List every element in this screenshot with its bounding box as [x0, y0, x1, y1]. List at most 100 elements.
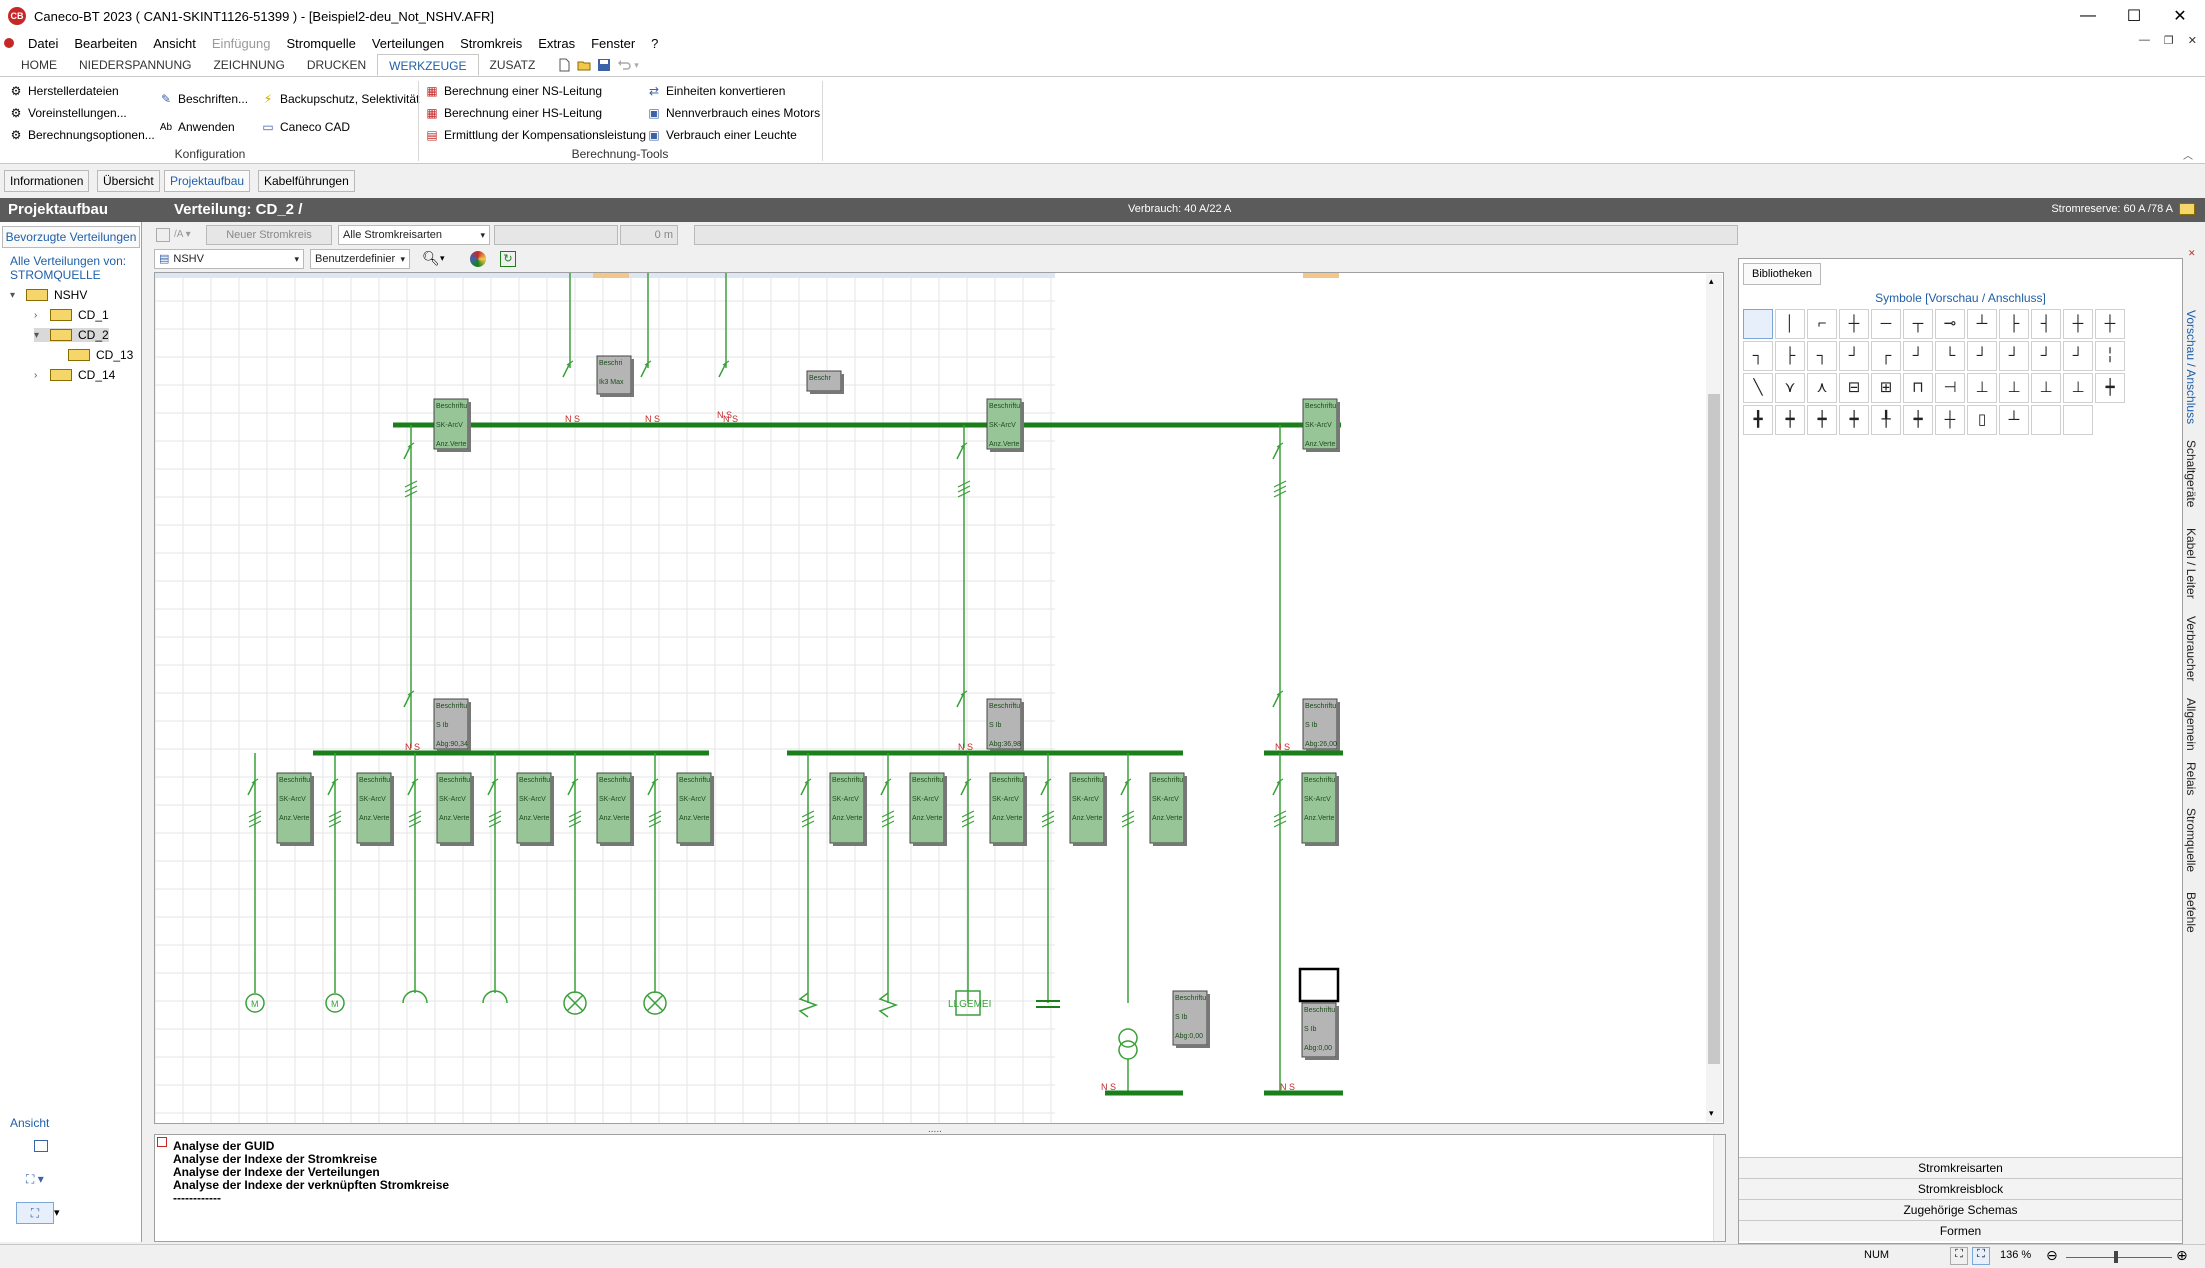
library-symbol-icon[interactable]: ╲ — [1743, 373, 1773, 403]
fit-width-icon[interactable]: ⛶ — [1972, 1247, 1990, 1265]
library-symbol-icon[interactable]: ⊓ — [1903, 373, 1933, 403]
expand-icon[interactable]: › — [34, 369, 38, 381]
close-button[interactable]: ✕ — [2173, 8, 2187, 25]
voreinstellungen-button[interactable]: ⚙Voreinstellungen... — [8, 103, 127, 123]
zoom-search-icon[interactable]: 🔍︎ — [422, 250, 440, 266]
hs-leitung-button[interactable]: ▦Berechnung einer HS-Leitung — [424, 103, 602, 123]
library-symbol-icon[interactable]: └ — [1935, 341, 1965, 371]
library-symbol-icon[interactable]: │ — [1775, 309, 1805, 339]
library-symbol-icon[interactable]: ┼ — [2095, 309, 2125, 339]
expand-icon[interactable]: › — [34, 309, 38, 321]
diagram-view-icon[interactable]: ⛶ — [16, 1202, 54, 1224]
stromquelle-link[interactable]: STROMQUELLE — [10, 268, 101, 282]
library-symbol-icon[interactable]: ┐ — [1807, 341, 1837, 371]
caneco-cad-button[interactable]: ▭Caneco CAD — [260, 117, 350, 137]
beschriften-button[interactable]: ✎Beschriften... — [158, 89, 248, 109]
menu-stromkreis[interactable]: Stromkreis — [460, 35, 523, 51]
library-symbol-icon[interactable]: ┘ — [1999, 341, 2029, 371]
designation-field[interactable] — [494, 225, 618, 245]
library-symbol-icon[interactable] — [1743, 309, 1773, 339]
menu-help[interactable]: ? — [651, 35, 659, 51]
library-symbol-icon[interactable]: ⊸ — [1935, 309, 1965, 339]
library-symbol-icon[interactable]: ─ — [1871, 309, 1901, 339]
ns-leitung-button[interactable]: ▦Berechnung einer NS-Leitung — [424, 81, 602, 101]
menu-stromquelle[interactable]: Stromquelle — [286, 35, 356, 51]
library-symbol-icon[interactable]: ┿ — [1807, 405, 1837, 435]
library-symbol-icon[interactable]: ⌐ — [1807, 309, 1837, 339]
library-symbol-icon[interactable] — [2031, 405, 2061, 435]
library-symbol-icon[interactable]: ┿ — [1903, 405, 1933, 435]
new-file-icon[interactable] — [557, 58, 571, 72]
library-symbol-icon[interactable]: ┌ — [1871, 341, 1901, 371]
side-tab-befehle[interactable]: Befehle — [2184, 892, 2198, 933]
circuit-types-select[interactable]: Alle Stromkreisarten▾ — [338, 225, 490, 245]
menu-einfuegung[interactable]: Einfügung — [211, 35, 271, 51]
table-view-icon[interactable] — [34, 1140, 48, 1152]
side-tab-verbraucher[interactable]: Verbraucher — [2184, 616, 2198, 682]
zoom-out-icon[interactable]: ⊖ — [2046, 1247, 2058, 1263]
zugehoerige-schemas-section[interactable]: Zugehörige Schemas — [1739, 1199, 2182, 1220]
tab-kabelfuehrungen[interactable]: Kabelführungen — [258, 170, 355, 192]
stromkreisblock-section[interactable]: Stromkreisblock — [1739, 1178, 2182, 1199]
undo-icon[interactable] — [617, 58, 631, 72]
zoom-slider[interactable] — [2066, 1257, 2172, 1258]
library-symbol-icon[interactable] — [2063, 405, 2093, 435]
menu-datei[interactable]: Datei — [28, 35, 59, 51]
maximize-button[interactable]: ☐ — [2126, 8, 2142, 25]
mdi-close-icon[interactable]: ✕ — [2187, 35, 2197, 47]
library-symbol-icon[interactable]: ┘ — [1903, 341, 1933, 371]
library-symbol-icon[interactable]: ┘ — [2063, 341, 2093, 371]
leuchte-button[interactable]: ▣Verbrauch einer Leuchte — [646, 125, 796, 145]
library-symbol-icon[interactable]: ┴ — [1999, 405, 2029, 435]
tree-view-icon[interactable]: ⛶ ▾ — [26, 1172, 44, 1186]
new-circuit-button[interactable]: Neuer Stromkreis — [206, 225, 332, 245]
distribution-select[interactable]: ▤NSHV▾ — [154, 249, 304, 269]
collapse-icon[interactable]: ▾ — [34, 329, 40, 341]
library-symbol-icon[interactable]: ╀ — [1871, 405, 1901, 435]
library-symbol-icon[interactable]: ┐ — [1743, 341, 1773, 371]
all-distributions-link[interactable]: Alle Verteilungen von: — [10, 254, 127, 268]
library-symbol-icon[interactable]: ┼ — [1935, 405, 1965, 435]
tree-item-cd13[interactable]: CD_13 — [68, 348, 133, 362]
library-symbol-icon[interactable]: ┘ — [1967, 341, 1997, 371]
side-tab-vorschau[interactable]: Vorschau / Anschluss — [2184, 310, 2198, 425]
panel-close-icon[interactable]: ✕ — [2188, 248, 2196, 258]
tab-drucken[interactable]: DRUCKEN — [306, 58, 367, 72]
library-symbol-icon[interactable]: ⊟ — [1839, 373, 1869, 403]
library-symbol-icon[interactable]: ┿ — [1839, 405, 1869, 435]
side-tab-schaltgeraete[interactable]: Schaltgeräte — [2184, 440, 2198, 508]
description-field[interactable] — [694, 225, 1738, 245]
tree-item-cd14[interactable]: ›CD_14 — [34, 368, 116, 382]
open-folder-icon[interactable] — [577, 58, 591, 72]
tab-bibliotheken[interactable]: Bibliotheken — [1743, 263, 1821, 285]
output-close-icon[interactable] — [157, 1137, 167, 1147]
refresh-icon[interactable]: ↻ — [500, 251, 516, 267]
mdi-restore-icon[interactable]: ❐ — [2163, 35, 2174, 47]
kompensation-button[interactable]: ▤Ermittlung der Kompensationsleistung — [424, 125, 646, 145]
splitter-handle[interactable]: ..... — [928, 1124, 942, 1135]
save-icon[interactable] — [597, 58, 611, 72]
library-symbol-icon[interactable]: ┬ — [1903, 309, 1933, 339]
library-symbol-icon[interactable]: ▯ — [1967, 405, 1997, 435]
menu-bearbeiten[interactable]: Bearbeiten — [74, 35, 138, 51]
library-symbol-icon[interactable]: ⊥ — [2031, 373, 2061, 403]
library-symbol-icon[interactable]: ┿ — [1775, 405, 1805, 435]
stromkreisarten-section[interactable]: Stromkreisarten — [1739, 1157, 2182, 1178]
library-symbol-icon[interactable]: ┿ — [2095, 373, 2125, 403]
library-symbol-icon[interactable]: ⊥ — [1999, 373, 2029, 403]
herstellerdateien-button[interactable]: ⚙Herstellerdateien — [8, 81, 119, 101]
library-symbol-icon[interactable]: ⊥ — [1967, 373, 1997, 403]
einheiten-button[interactable]: ⇄Einheiten konvertieren — [646, 81, 785, 101]
library-symbol-icon[interactable]: ╎ — [2095, 341, 2125, 371]
vertical-scrollbar[interactable]: ▴ ▾ — [1706, 274, 1722, 1122]
custom-view-select[interactable]: Benutzerdefinier▾ — [310, 249, 410, 269]
tab-projektaufbau[interactable]: Projektaufbau — [164, 170, 251, 192]
fit-page-icon[interactable]: ⛶ — [1950, 1247, 1968, 1265]
menu-fenster[interactable]: Fenster — [591, 35, 636, 51]
zoom-in-icon[interactable]: ⊕ — [2176, 1247, 2188, 1263]
library-symbol-icon[interactable]: ⊣ — [1935, 373, 1965, 403]
library-symbol-icon[interactable]: ┘ — [2031, 341, 2061, 371]
tree-item-cd1[interactable]: ›CD_1 — [34, 308, 109, 322]
output-scrollbar[interactable] — [1713, 1135, 1725, 1241]
